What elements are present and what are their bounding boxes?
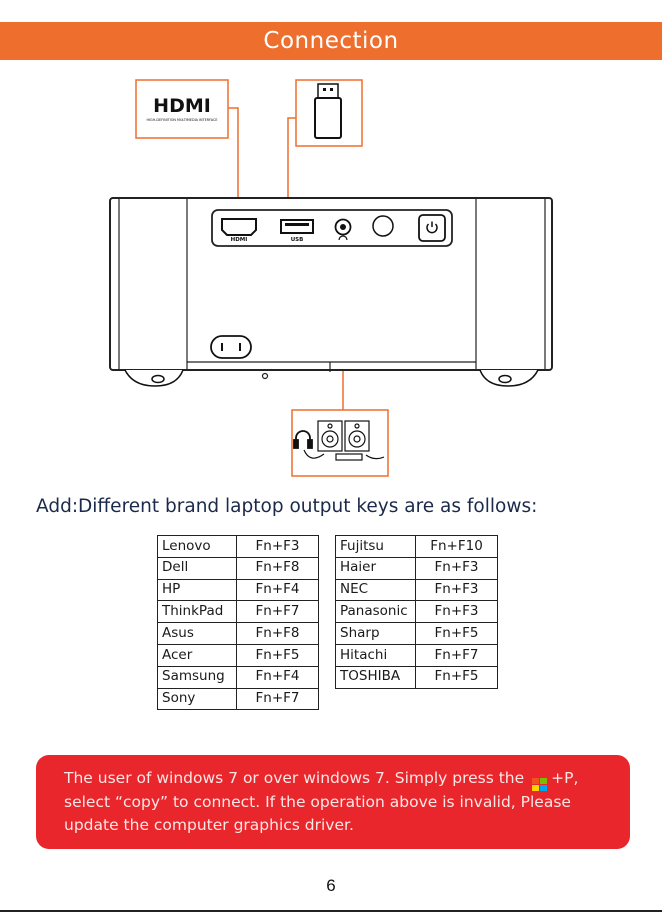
brand-cell: Sony — [157, 687, 237, 711]
header-bar: Connection — [0, 22, 662, 60]
projector-back-panel — [109, 197, 553, 380]
hdmi-port: HDMI — [221, 218, 257, 243]
key-cell: Fn+F5 — [236, 643, 319, 667]
key-cell: Fn+F3 — [236, 535, 319, 558]
brand-cell: Fujitsu — [335, 535, 416, 558]
tip-box: The user of windows 7 or over windows 7.… — [36, 755, 630, 849]
power-socket — [210, 335, 252, 359]
hdmi-logo-icon: HDMI HIGH-DEFINITION MULTIMEDIA INTERFAC… — [135, 79, 229, 139]
brand-cell: Lenovo — [157, 535, 237, 558]
usb-port: USB — [280, 219, 314, 243]
windows-icon — [532, 778, 548, 791]
power-icon — [418, 214, 446, 242]
brand-cell: HP — [157, 578, 237, 602]
brand-cell: Haier — [335, 556, 416, 580]
page-number: 6 — [326, 876, 336, 895]
brand-cell: Hitachi — [335, 643, 416, 667]
key-cell: Fn+F8 — [236, 622, 319, 645]
usb-port-label: USB — [291, 237, 304, 243]
key-cell: Fn+F7 — [415, 643, 498, 667]
page-title: Connection — [263, 28, 399, 54]
connection-diagram: HDMI HIGH-DEFINITION MULTIMEDIA INTERFAC… — [109, 79, 553, 477]
brand-cell: Asus — [157, 622, 237, 645]
ir-sensor — [372, 215, 394, 237]
headphones-icon — [293, 430, 313, 449]
brand-cell: ThinkPad — [157, 600, 237, 624]
brand-cell: Dell — [157, 556, 237, 580]
projector-feet — [124, 369, 539, 387]
audio-jack — [334, 218, 352, 241]
usb-drive-icon — [295, 79, 363, 147]
tip-line-2: select “copy” to connect. If the operati… — [64, 793, 571, 811]
hdmi-port-label: HDMI — [231, 237, 248, 243]
brand-cell: TOSHIBA — [335, 665, 416, 689]
key-cell: Fn+F4 — [236, 665, 319, 689]
key-cell: Fn+F3 — [415, 556, 498, 580]
tip-line-1: The user of windows 7 or over windows 7.… — [64, 767, 610, 791]
tip-line-1-suffix: +P, — [551, 769, 579, 787]
speakers-icon — [303, 420, 385, 461]
brand-cell: Panasonic — [335, 600, 416, 624]
key-cell: Fn+F3 — [415, 600, 498, 624]
key-cell: Fn+F7 — [236, 600, 319, 624]
key-cell: Fn+F10 — [415, 535, 498, 558]
key-cell: Fn+F3 — [415, 578, 498, 602]
key-cell: Fn+F5 — [415, 665, 498, 689]
tip-line-1-text: The user of windows 7 or over windows 7.… — [64, 769, 525, 787]
laptop-keys-heading: Add:Different brand laptop output keys a… — [36, 496, 538, 517]
key-cell: Fn+F8 — [236, 556, 319, 580]
brand-cell: Sharp — [335, 622, 416, 645]
key-cell: Fn+F7 — [236, 687, 319, 711]
key-cell: Fn+F5 — [415, 622, 498, 645]
audio-devices-icon — [291, 409, 389, 477]
brand-cell: Samsung — [157, 665, 237, 689]
hdmi-logo-subtext: HIGH-DEFINITION MULTIMEDIA INTERFACE — [146, 118, 217, 122]
key-cell: Fn+F4 — [236, 578, 319, 602]
hdmi-logo-text: HDMI — [153, 95, 211, 117]
bottom-rule — [0, 910, 662, 912]
tip-line-3: update the computer graphics driver. — [64, 816, 354, 834]
brand-cell: Acer — [157, 643, 237, 667]
brand-cell: NEC — [335, 578, 416, 602]
